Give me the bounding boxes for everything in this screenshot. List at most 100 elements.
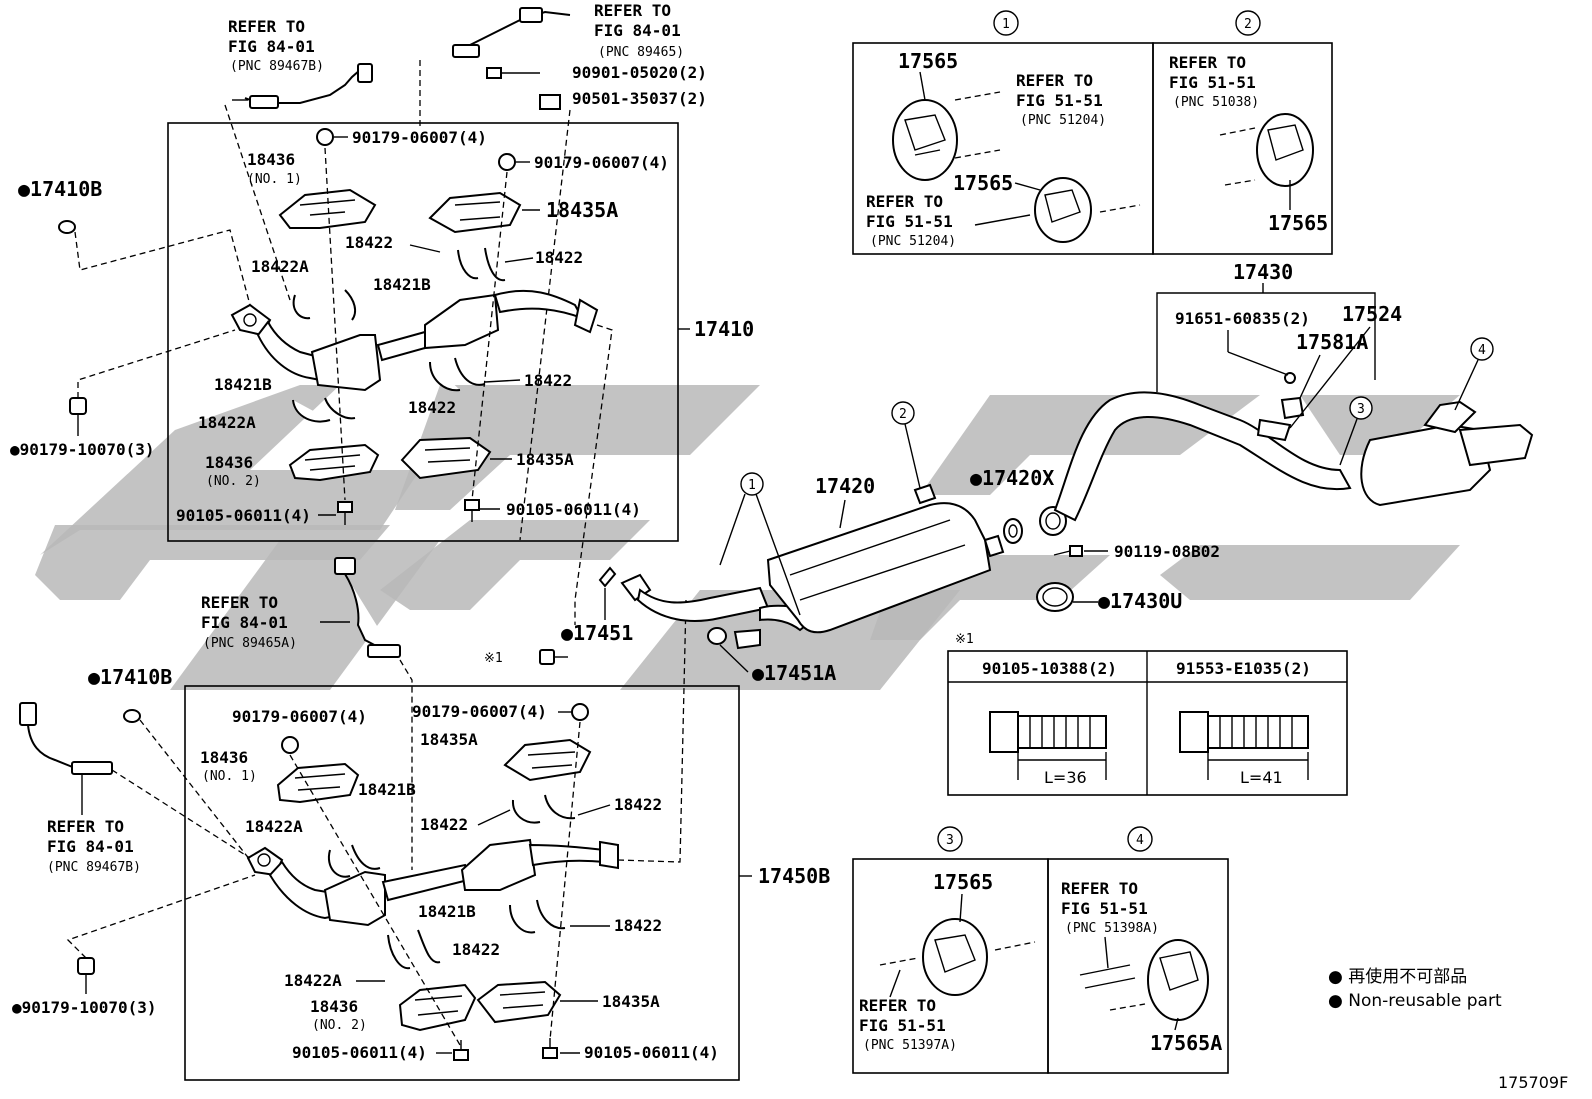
rubber-hanger: [879, 918, 1209, 1021]
o2-sensor-mid: [334, 557, 401, 658]
part-label: 90179-06007(4): [352, 128, 487, 147]
refer-label: REFER TO: [1061, 879, 1138, 898]
part-label: 18421B: [214, 375, 272, 394]
flange-bolt-drawing: [989, 711, 1107, 780]
part-label: 18421B: [358, 780, 416, 799]
leader-line: [889, 969, 901, 998]
table-header: 90105-10388(2): [982, 659, 1117, 678]
refer-fig: FIG 84-01: [594, 21, 681, 40]
part-label: 18422A: [198, 413, 256, 432]
pipe-flange: [1039, 506, 1067, 536]
part-label: 90179-06007(4): [232, 707, 367, 726]
table-header: 91553-E1035(2): [1176, 659, 1311, 678]
part-label: 90901-05020(2): [572, 63, 707, 82]
part-label: 90501-35037(2): [572, 89, 707, 108]
callout-circle: [1127, 826, 1153, 852]
flange-bolt-drawing: [1179, 711, 1309, 780]
non-reusable-part-label: ●17451A: [752, 661, 836, 685]
upper-assembly-frame: [167, 122, 679, 542]
bolt-icon: [337, 499, 480, 525]
rubber-hanger: [892, 99, 1314, 243]
leader-line: [719, 493, 746, 566]
nut-icon: [281, 703, 589, 754]
leader-line: [1227, 351, 1289, 376]
refer-pnc: (PNC 89465A): [203, 636, 297, 651]
lower-assembly-frame: [184, 685, 740, 1081]
part-label: 91651-60835(2): [1175, 309, 1310, 328]
stud-bolt: [486, 67, 540, 79]
callout-circle: [1349, 396, 1373, 420]
bolt-icon: [1053, 545, 1083, 557]
leader-dash: [574, 324, 613, 625]
callout-number: 2: [1244, 17, 1252, 32]
leader-line: [409, 244, 441, 253]
non-reusable-part-label: ●90179-10070(3): [12, 998, 157, 1017]
refer-fig: FIG 84-01: [47, 837, 134, 856]
leader-dash: [399, 659, 413, 870]
bracket: [292, 247, 506, 321]
part-label: 17565: [953, 171, 1013, 195]
part-label: 18436: [310, 997, 358, 1016]
o2-sensor-bottom-left: [19, 702, 113, 775]
figure-id: 175709F: [1498, 1073, 1568, 1092]
callout-circle: [993, 10, 1019, 36]
gasket-icon: [123, 709, 141, 723]
pin-icons: [954, 91, 1256, 213]
part-label: 18422: [614, 916, 662, 935]
part-label: 90105-06011(4): [506, 500, 641, 519]
heat-insulator: [288, 436, 492, 482]
refer-label: REFER TO: [866, 192, 943, 211]
leader-line: [904, 423, 921, 489]
leader-line: [919, 71, 926, 101]
refer-pnc: (PNC 51204): [870, 234, 956, 249]
leader-dash: [549, 721, 581, 1041]
refer-pnc: (PNC 89467B): [230, 59, 324, 74]
leader-dash: [519, 109, 571, 541]
part-sublabel: (NO. 2): [206, 474, 261, 489]
refer-label: REFER TO: [47, 817, 124, 836]
bolt-icon: [453, 1038, 558, 1061]
refer-label: REFER TO: [1169, 53, 1246, 72]
detail-box-2: [1152, 42, 1333, 255]
part-sublabel: (NO. 1): [202, 769, 257, 784]
gasket-icon: [1003, 518, 1023, 544]
part-label: 18436: [247, 150, 295, 169]
refer-pnc: (PNC 89465): [598, 45, 684, 60]
refer-label: REFER TO: [859, 996, 936, 1015]
part-label: 18435A: [546, 198, 618, 222]
part-label: 18422: [452, 940, 500, 959]
part-label: 90105-06011(4): [584, 1043, 719, 1062]
refer-label: REFER TO: [228, 17, 305, 36]
callout-number: 4: [1136, 833, 1144, 848]
refer-pnc: (PNC 51204): [1020, 113, 1106, 128]
refer-pnc: (PNC 51397A): [863, 1038, 957, 1053]
refer-fig: FIG 84-01: [228, 37, 315, 56]
nut-icon: [77, 957, 95, 975]
nut-icon: [316, 128, 334, 146]
part-label: 17420: [815, 474, 875, 498]
refer-fig: FIG 51-51: [1016, 91, 1103, 110]
detail-box-4: [1047, 858, 1229, 1074]
refer-label: REFER TO: [594, 1, 671, 20]
part-label: 18422: [524, 371, 572, 390]
refer-label: REFER TO: [201, 593, 278, 612]
refer-fig: FIG 51-51: [859, 1016, 946, 1035]
heat-insulator: [276, 738, 592, 804]
leader-dash: [77, 329, 236, 398]
leader-dash: [66, 874, 256, 959]
gasket-icon: [598, 566, 617, 588]
part-label: 18435A: [420, 730, 478, 749]
bracket: [387, 899, 566, 970]
part-label: 90179-06007(4): [534, 153, 669, 172]
part-label: 17565: [1268, 211, 1328, 235]
leader-line: [1014, 182, 1041, 191]
part-label: 18422A: [245, 817, 303, 836]
leader-line: [974, 214, 1031, 226]
leader-dash: [617, 599, 687, 863]
callout-circle: [891, 401, 915, 425]
refer-fig: FIG 51-51: [1169, 73, 1256, 92]
part-label: 18422: [345, 233, 393, 252]
leader-line: [1454, 359, 1479, 411]
leader-line: [504, 257, 534, 263]
center-pipe-muffler: [620, 483, 1005, 650]
